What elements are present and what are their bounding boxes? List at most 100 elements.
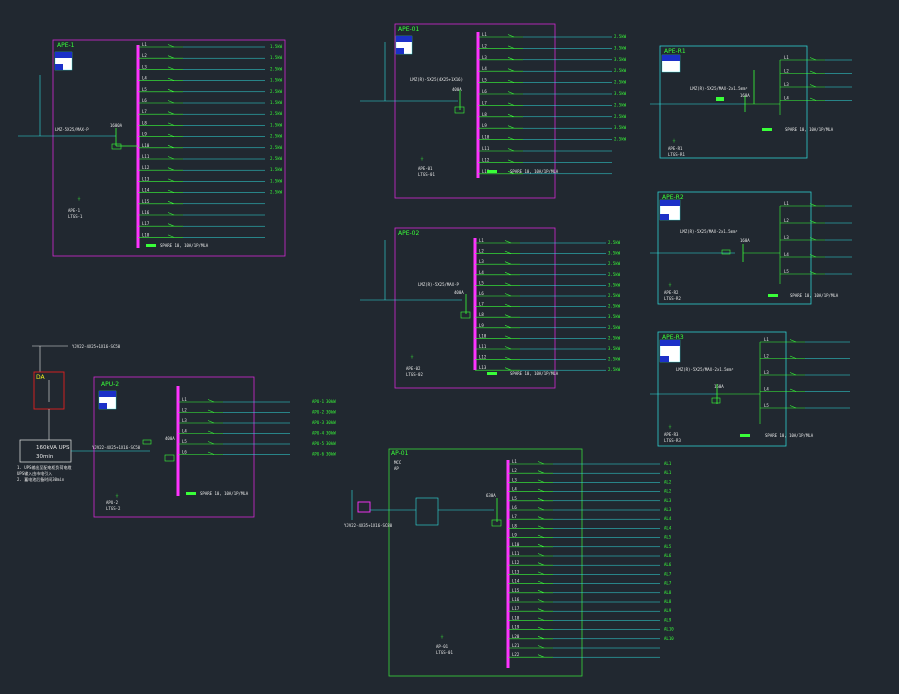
panel-ape-r1[interactable]: APE-R1 LMZ(R)-5X25/MAX-2x1.5mm² 160A APE… [650, 45, 852, 159]
circuit-row[interactable]: L2 [780, 218, 852, 224]
circuit-row[interactable]: L16 [138, 210, 265, 216]
circuit-row[interactable]: L1 [760, 337, 850, 343]
ups-block[interactable]: YJV22-4X25+1X16-SC50 DA 160kVA UPS 30min… [17, 344, 150, 482]
circuit-row[interactable]: L4 [760, 387, 850, 392]
circuit-row[interactable]: L1 [780, 55, 852, 61]
panel-ap-01[interactable]: AP-01 MCC AP YJV22-4X35+1X16-SC80 630A ⏚… [344, 448, 674, 677]
panel-ape-01[interactable]: APE-01 LMZ(R)-5X25(4X25+1X16) 400A APE-0… [360, 23, 627, 199]
panel-ape-1[interactable]: APE-1 LMZ-5X25/MAX-P 1600A APE-1 LTGS-1 … [18, 39, 286, 257]
svg-text:LTGS-01: LTGS-01 [436, 650, 453, 655]
circuit-row[interactable]: L2 [760, 354, 850, 359]
circuit-row[interactable]: L5 [760, 403, 850, 409]
circuit-breaker-symbol [167, 189, 175, 193]
circuit-row[interactable]: L4 [780, 252, 852, 258]
panel-ape-r3[interactable]: APE-R3 LMZ(R)-5X25/MAX-2x1.5mm² 160A APE… [650, 331, 850, 447]
circuit-breaker-text: L19 [512, 625, 520, 630]
panel-apu-2[interactable]: APU-2 YJV22-4X25+1X16-SC50 400A ⏚ APU-2 … [92, 376, 336, 518]
panel-ape-r2[interactable]: APE-R2 LMZ(R)-5X25/MAX-2x1.5mm² 160A APE… [650, 191, 852, 305]
circuit-row[interactable]: L4 [780, 96, 852, 101]
circuit-row[interactable]: L3 [760, 370, 850, 376]
svg-text:LMZ(R)-5X25(4X25+1X16): LMZ(R)-5X25(4X25+1X16) [410, 77, 463, 82]
circuit-row[interactable]: L17 [138, 221, 265, 227]
circuit-row[interactable]: L3 [780, 82, 852, 88]
circuit-row[interactable]: L2 [780, 69, 852, 74]
circuit-row[interactable]: L22 [508, 652, 660, 658]
circuit-row[interactable]: L3 [780, 235, 852, 241]
panel-ape-02[interactable]: APE-02 LMZ(R)-5X25/MAX-P 400A APE-02 LTG… [360, 227, 621, 389]
circuit-row[interactable]: L5 [780, 269, 852, 275]
circuit-row[interactable]: L11 [478, 146, 612, 152]
circuit-row[interactable]: L13 [478, 169, 612, 175]
circuit-row[interactable]: L12 [478, 157, 612, 163]
circuit-row[interactable]: L18 [138, 232, 265, 238]
circuit-row[interactable]: L1 [780, 201, 852, 207]
circuit-row[interactable]: L15 [138, 199, 265, 205]
circuit-row[interactable]: L21 [508, 643, 660, 649]
